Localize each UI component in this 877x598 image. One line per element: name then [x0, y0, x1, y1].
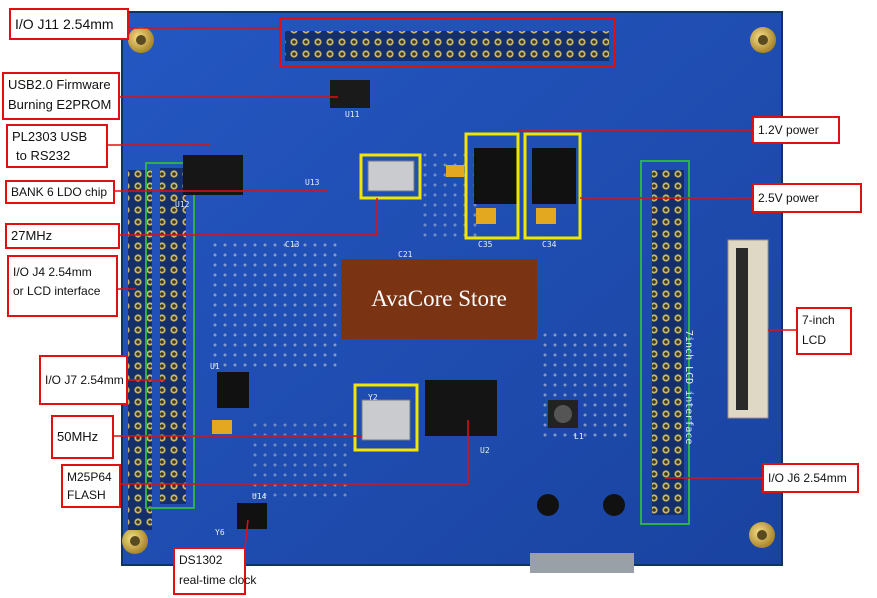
label-50mhz: 50MHz — [51, 415, 114, 459]
store-watermark: AvaCore Store — [341, 259, 537, 339]
push-button-1 — [537, 494, 559, 516]
push-button-2 — [603, 494, 625, 516]
silk-u13: U13 — [305, 178, 320, 187]
chip-u14 — [237, 503, 267, 529]
chip-u1 — [217, 372, 249, 408]
header-j11 — [285, 31, 609, 61]
chip-u11 — [330, 80, 370, 108]
header-j7 — [160, 168, 186, 504]
ldo-25v — [532, 148, 576, 204]
header-j11-outline — [279, 17, 615, 68]
silk-l1: L1 — [574, 432, 584, 441]
silk-lcd-interface: 7inch LCD interface — [683, 330, 694, 445]
label-bank6-ldo: BANK 6 LDO chip — [5, 180, 115, 204]
ldo-12v — [474, 148, 518, 204]
label-1-2v-power: 1.2V power — [752, 116, 840, 144]
osc50-outline — [353, 383, 419, 452]
label-io-j4: I/O J4 2.54mm or LCD interface — [7, 255, 118, 317]
j6-outline — [640, 160, 690, 525]
silk-y6: Y6 — [215, 528, 225, 537]
label-io-j6: I/O J6 2.54mm — [762, 463, 859, 493]
chip-u12 — [183, 155, 243, 195]
label-7inch-lcd: 7-inch LCD — [796, 307, 852, 355]
silk-u2: U2 — [480, 446, 490, 455]
ldo-12v-outline — [464, 132, 520, 240]
label-io-j11: I/O J11 2.54mm — [9, 8, 129, 40]
label-2-5v-power: 2.5V power — [752, 183, 862, 213]
header-j6 — [652, 170, 684, 515]
header-j4 — [128, 170, 152, 530]
bottom-connector — [530, 553, 634, 573]
label-io-j7: I/O J7 2.54mm — [39, 355, 128, 405]
silk-c13: C13 — [285, 240, 300, 249]
crystal-27mhz — [367, 160, 415, 192]
crystal-50mhz — [361, 399, 411, 441]
silk-u1: U1 — [210, 362, 220, 371]
silk-y2: Y2 — [368, 393, 378, 402]
silk-u11: U11 — [345, 110, 360, 119]
osc27-outline — [359, 153, 422, 200]
label-ds1302: DS1302 real-time clock — [173, 547, 256, 595]
label-pl2303: PL2303 USB to RS232 — [6, 124, 108, 168]
silk-c34: C34 — [542, 240, 557, 249]
silk-c35: C35 — [478, 240, 493, 249]
label-m25p64-flash: M25P64 FLASH — [61, 464, 121, 508]
j7-outline — [145, 162, 195, 509]
silk-u12: U12 — [175, 200, 190, 209]
leader-lines — [108, 27, 796, 548]
chip-u2 — [425, 380, 497, 436]
label-27mhz: 27MHz — [5, 223, 120, 249]
silk-c21: C21 — [398, 250, 413, 259]
ldo-25v-outline — [523, 132, 582, 240]
silk-u14: U14 — [252, 492, 267, 501]
label-usb-firmware: USB2.0 Firmware Burning E2PROM — [2, 72, 120, 120]
